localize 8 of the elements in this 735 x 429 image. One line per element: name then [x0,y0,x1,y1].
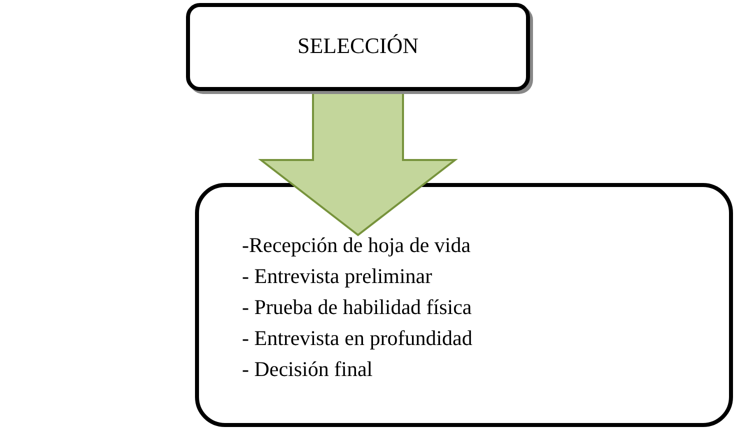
list-item: - Decisión final [242,357,373,381]
list-item: -Recepción de hoja de vida [242,233,471,257]
title-box [186,3,530,91]
list-item: - Entrevista en profundidad [242,326,472,350]
list-item: - Prueba de habilidad física [242,295,472,319]
list-item: - Entrevista preliminar [242,264,432,288]
title-text: SELECCIÓN [296,34,420,58]
content-box [195,183,733,427]
